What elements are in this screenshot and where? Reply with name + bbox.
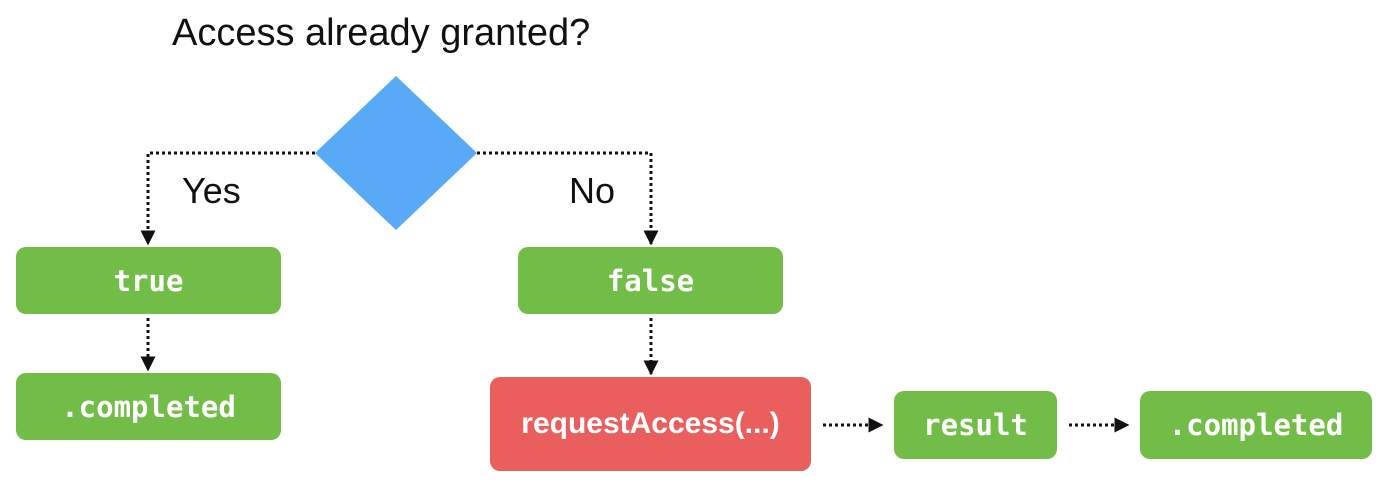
request-access-node: requestAccess(...)	[490, 377, 811, 471]
no-label: No	[569, 170, 616, 211]
yes-label: Yes	[182, 170, 241, 211]
decision-diamond	[315, 76, 477, 230]
true-node: true	[16, 247, 281, 314]
yes-connector	[140, 151, 315, 246]
true-completed-node: .completed	[16, 373, 281, 440]
question-title: Access already granted?	[172, 12, 591, 54]
result-node: result	[894, 391, 1057, 459]
false-completed-node: .completed	[1140, 391, 1372, 459]
no-connector	[477, 151, 659, 246]
false-node: false	[518, 247, 783, 314]
